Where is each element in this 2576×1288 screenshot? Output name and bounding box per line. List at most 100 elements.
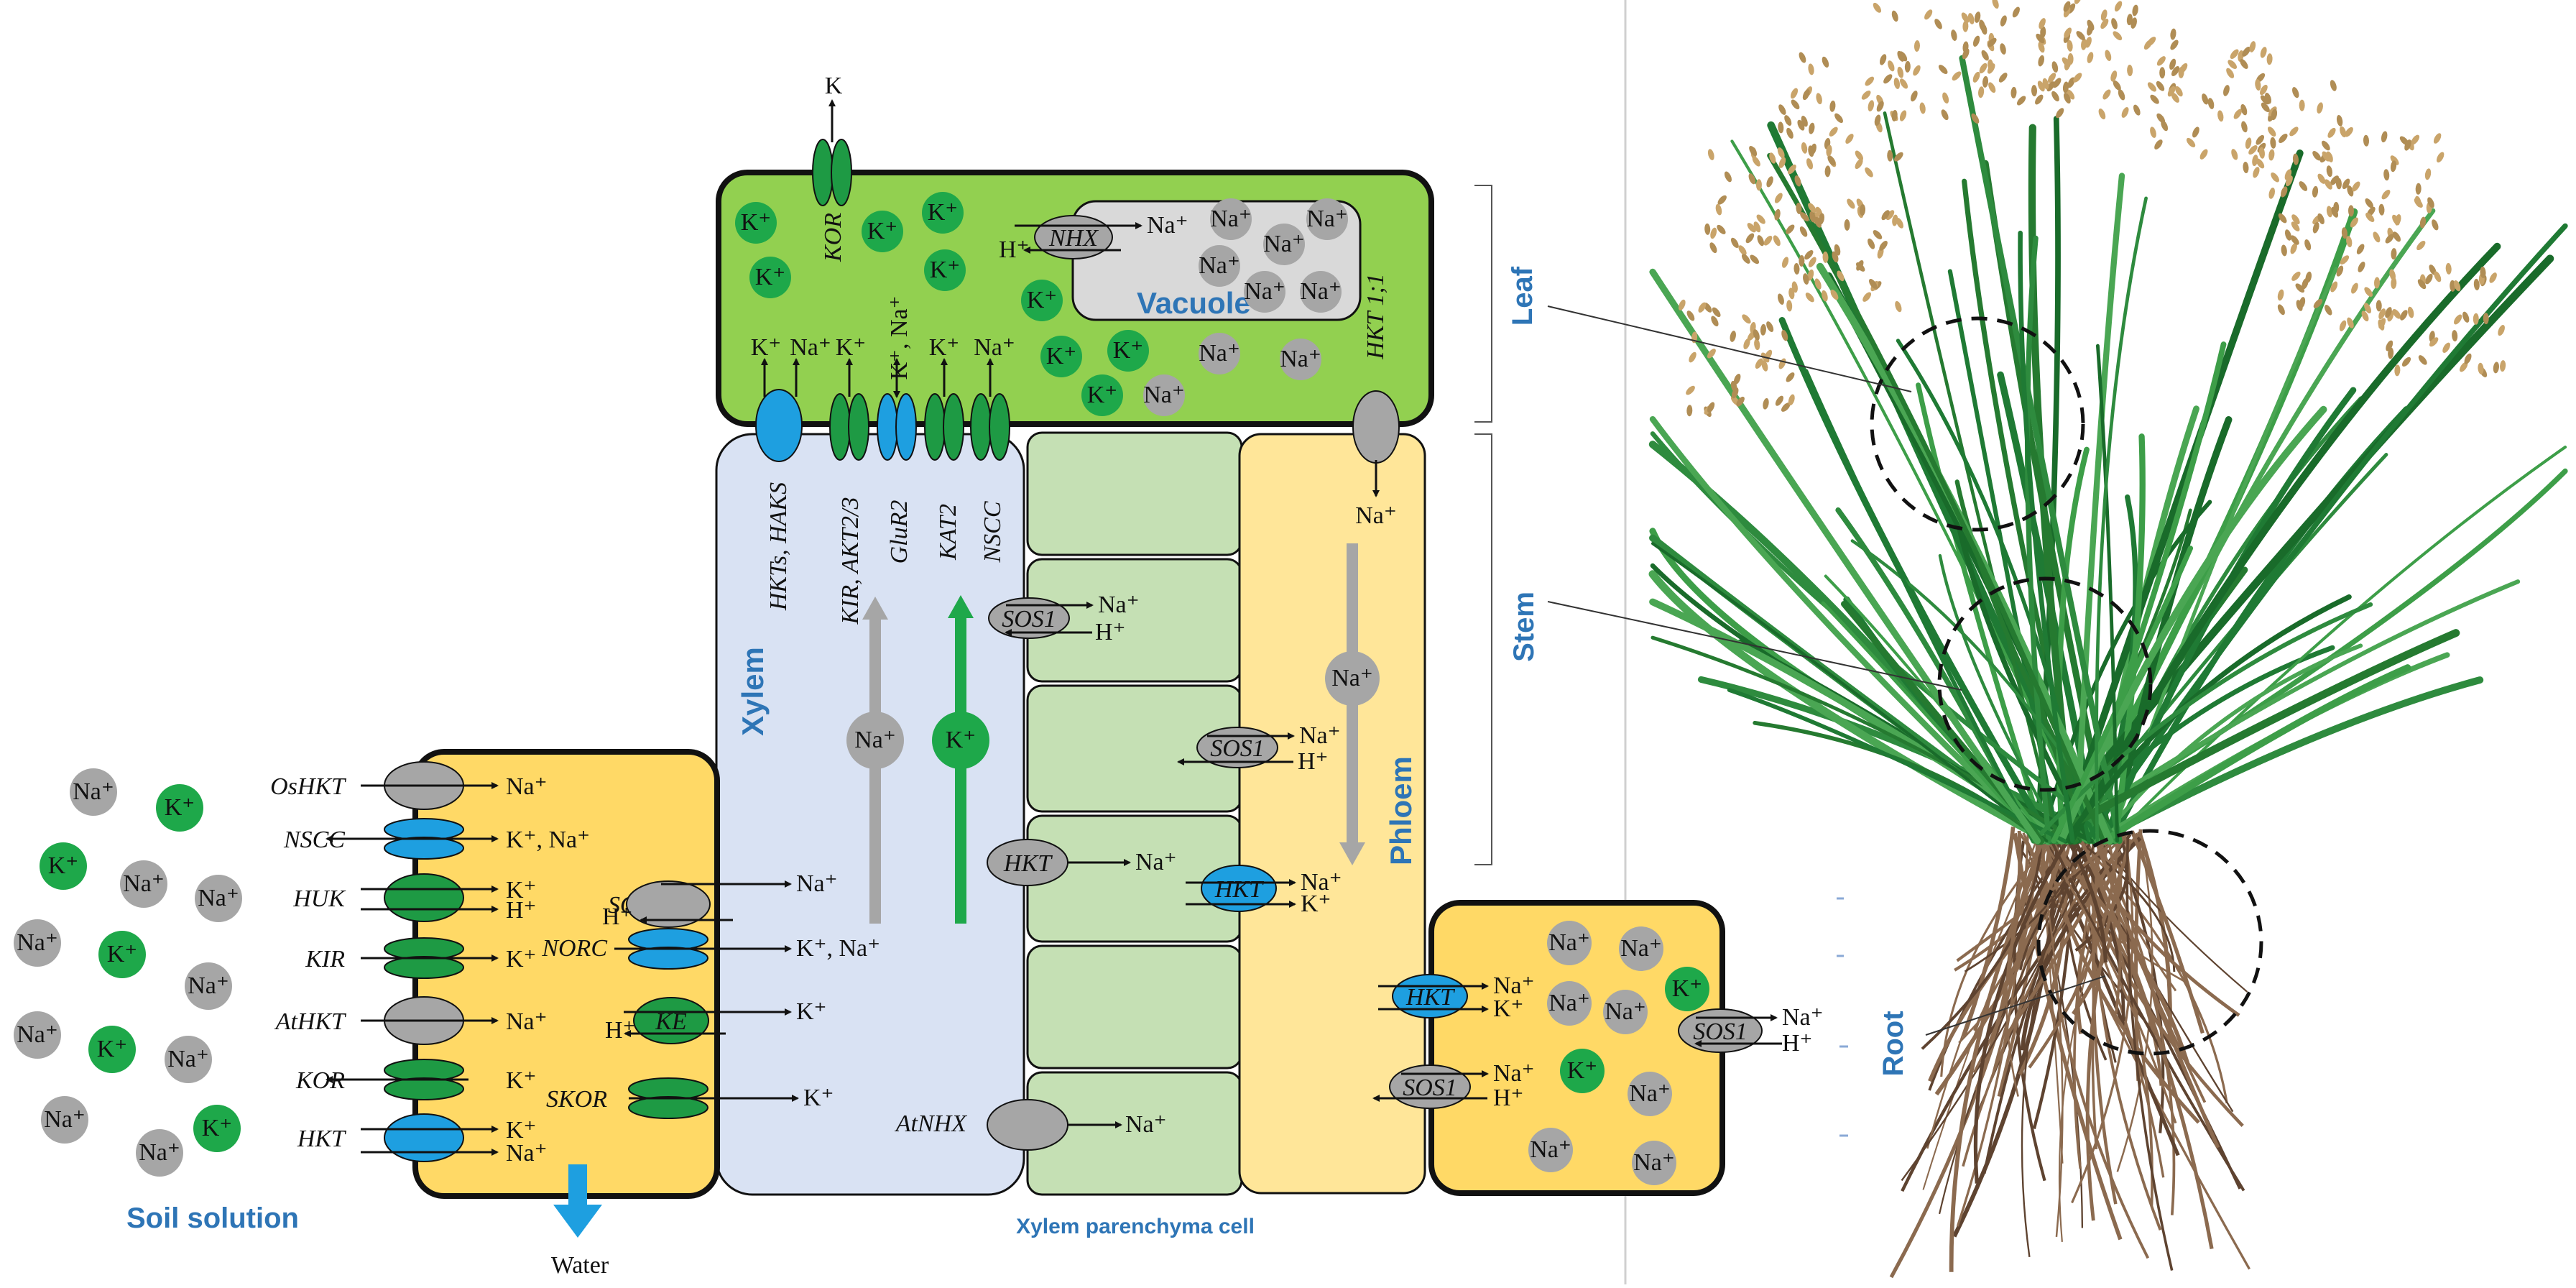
seed-grain: [1798, 51, 1808, 64]
potassium-ion-label: K⁺: [867, 218, 898, 244]
seed-grain: [2355, 243, 2366, 256]
label: H⁺: [1782, 1030, 1813, 1057]
seed-grain: [1821, 55, 1830, 68]
seed-grain: [2185, 137, 2197, 149]
potassium-ion-label: K⁺: [107, 941, 138, 967]
seed-grain: [2146, 80, 2159, 93]
seed-grain: [2037, 55, 2046, 67]
seed-grain: [1872, 229, 1884, 241]
seed-grain: [2316, 101, 2325, 114]
seed-grain: [1765, 321, 1775, 334]
seed-grain: [2496, 324, 2506, 337]
seed-grain: [1778, 121, 1784, 134]
seed-grain: [2291, 86, 2300, 99]
seed-grain: [2156, 55, 2167, 67]
seed-grain: [1999, 14, 2008, 27]
seed-grain: [1844, 132, 1855, 145]
transporter-label-sos1: SOS1: [1210, 735, 1265, 762]
seed-grain: [1760, 324, 1766, 336]
seed-grain: [1863, 166, 1875, 179]
transporter-label-hkts-haks: HKTs, HAKS: [765, 482, 792, 611]
transporter-hkt11: [1353, 391, 1399, 463]
label: K⁺, Na⁺: [886, 295, 913, 380]
plant-roots: [1891, 827, 2250, 1277]
seed-grain: [2270, 137, 2277, 149]
transporter-label-atnhx: AtNHX: [895, 1110, 967, 1137]
seed-grain: [2097, 108, 2108, 121]
label: Na⁺: [1782, 1004, 1824, 1031]
seed-grain: [2051, 60, 2059, 73]
seed-grain: [1941, 91, 1949, 104]
seed-grain: [2111, 29, 2123, 42]
label: Na⁺: [790, 334, 831, 361]
potassium-ion-label: K⁺: [48, 852, 79, 879]
seed-grain: [1886, 60, 1896, 73]
seed-grain: [2277, 132, 2289, 144]
seed-grain: [2380, 188, 2391, 201]
label: K⁺: [796, 998, 827, 1025]
seed-grain: [1789, 87, 1799, 100]
seed-grain: [1756, 234, 1765, 247]
seed-grain: [1867, 100, 1875, 112]
transporter-label-hkt: HKT: [1405, 984, 1455, 1011]
label: K: [825, 73, 843, 99]
seed-grain: [2148, 93, 2161, 106]
transporter-label-athkt: AtHKT: [274, 1008, 346, 1035]
seed-grain: [2132, 104, 2142, 116]
sodium-ion-label: Na⁺: [17, 929, 58, 956]
seed-grain: [2050, 90, 2061, 103]
plant-illustration: [1653, 0, 2565, 1277]
seed-grain: [1987, 81, 1997, 94]
seed-grain: [2159, 67, 2165, 78]
seed-grain: [2120, 106, 2130, 119]
seed-grain: [1740, 313, 1753, 325]
seed-grain: [1781, 256, 1790, 269]
leaf-label: Leaf: [1507, 266, 1538, 326]
potassium-ion-label: K⁺: [1113, 337, 1144, 364]
seed-grain: [1793, 263, 1800, 275]
seed-grain: [2415, 183, 2422, 195]
xylem-parenchyma-label: Xylem parenchyma cell: [1016, 1215, 1255, 1238]
seed-grain: [2430, 218, 2439, 231]
transporter-label-skor: SKOR: [546, 1086, 607, 1113]
seed-grain: [1909, 90, 1919, 103]
label: H⁺: [1095, 619, 1126, 645]
ion-label: K⁺: [506, 946, 537, 972]
potassium-ion-label: K⁺: [1027, 287, 1058, 313]
soil-solution-label: Soil solution: [126, 1202, 299, 1234]
label: H⁺: [999, 236, 1030, 263]
seed-grain: [1762, 397, 1770, 410]
seed-grain: [1805, 157, 1814, 170]
seed-grain: [2452, 313, 2464, 326]
seed-grain: [2326, 165, 2333, 178]
seed-grain: [1784, 371, 1796, 383]
seed-grain: [2312, 185, 2319, 198]
stem-bracket: [1474, 434, 1492, 865]
seed-grain: [2127, 65, 2133, 76]
seed-grain: [1866, 237, 1876, 250]
seed-grain: [1777, 357, 1787, 370]
seed-grain: [2207, 97, 2215, 109]
transporter-label-kat2: KAT2: [935, 504, 961, 561]
sodium-ion-label: Na⁺: [17, 1021, 58, 1048]
seed-grain: [2383, 169, 2390, 181]
channel-nscc: [384, 837, 463, 859]
seed-grain: [2251, 166, 2261, 179]
sodium-ion-label: Na⁺: [1280, 346, 1321, 372]
label: Na⁺: [974, 334, 1015, 361]
seed-grain: [1980, 49, 1990, 62]
seed-grain: [2406, 306, 2414, 318]
seed-grain: [1991, 0, 2000, 9]
transporter-label-oshkt: OsHKT: [270, 773, 346, 800]
sodium-ion-label: Na⁺: [1331, 665, 1373, 691]
seed-grain: [2303, 239, 2312, 252]
seed-grain: [1937, 63, 1949, 75]
potassium-ion-label: K⁺: [97, 1036, 128, 1062]
seed-grain: [1891, 10, 1899, 23]
seed-grain: [2333, 202, 2339, 213]
channel-glur2: [896, 394, 916, 460]
sodium-ion-label: Na⁺: [44, 1106, 86, 1133]
root-label: Root: [1878, 1011, 1909, 1076]
seed-grain: [2268, 149, 2275, 161]
